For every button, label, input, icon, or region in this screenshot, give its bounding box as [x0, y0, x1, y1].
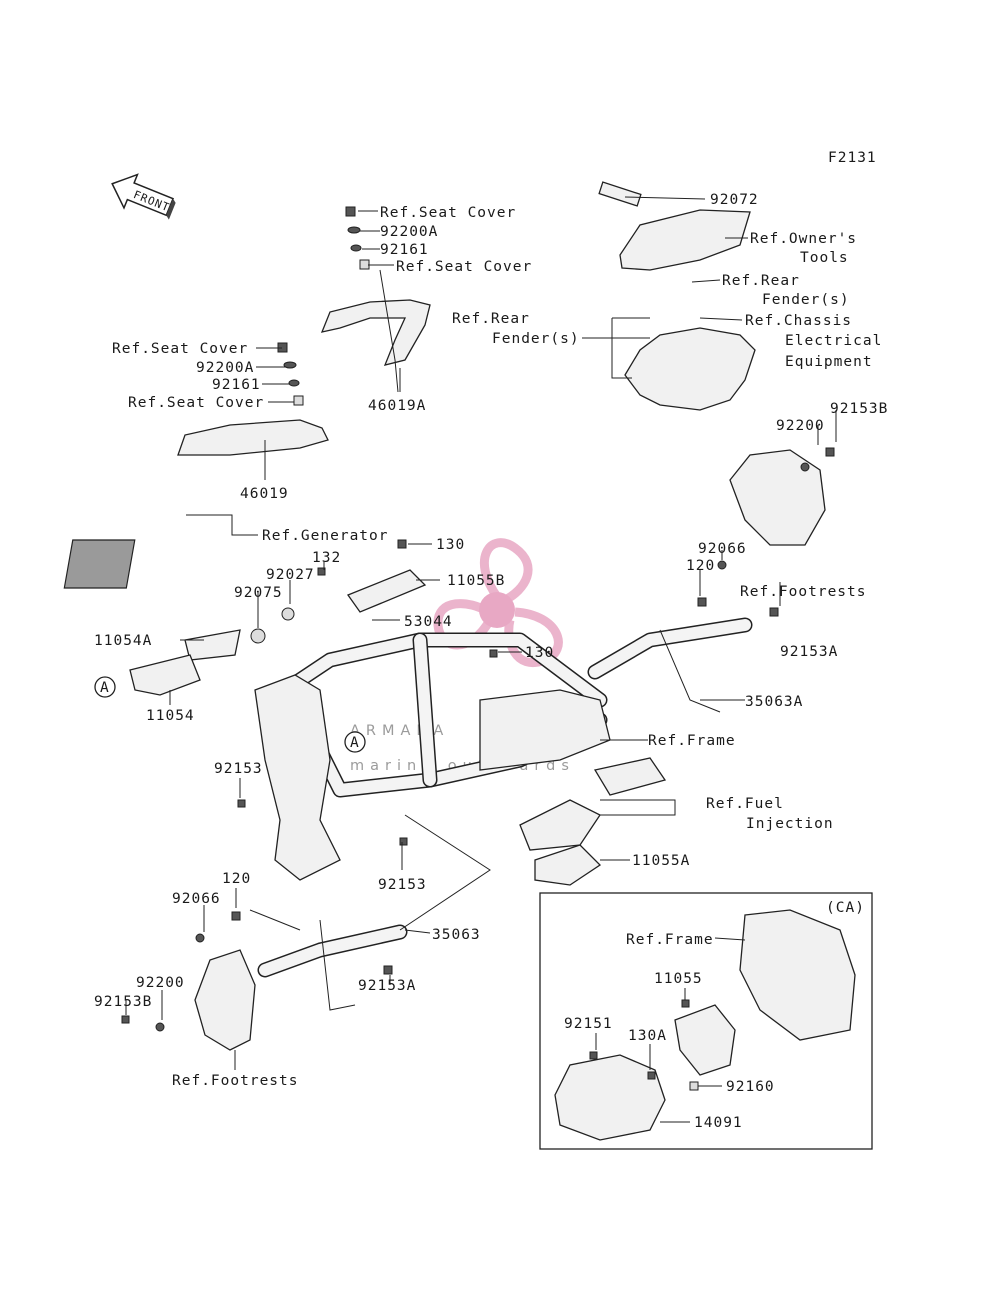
- label-ref-fuel-1: Ref.Fuel: [706, 796, 784, 812]
- label-92160: 92160: [726, 1079, 775, 1095]
- callout-labels: F2131 Ref.Seat Cover 92200A 92161 Ref.Se…: [94, 150, 888, 1131]
- label-53044: 53044: [404, 614, 453, 630]
- grab-rail-46019a: [320, 299, 431, 366]
- marker-a-left: A: [94, 676, 116, 698]
- regulator: [63, 539, 136, 589]
- label-ref-footrests-1: Ref.Footrests: [740, 584, 867, 600]
- label-92200-2: 92200: [136, 975, 185, 991]
- guard-35063a: [587, 617, 753, 713]
- marker-a-frame: A: [344, 731, 366, 753]
- label-35063: 35063: [432, 927, 481, 943]
- label-132: 132: [312, 550, 341, 566]
- label-35063a: 35063A: [745, 694, 803, 710]
- label-120-2: 120: [222, 871, 251, 887]
- label-ref-seat-cover-3: Ref.Seat Cover: [112, 341, 248, 357]
- label-92153a-2: 92153A: [358, 978, 416, 994]
- label-ref-frame-2: Ref.Frame: [626, 932, 714, 948]
- bracket-11055: [674, 1004, 736, 1076]
- label-120-1: 120: [686, 558, 715, 574]
- diagram-code: F2131: [828, 150, 877, 166]
- label-130a: 130A: [628, 1028, 667, 1044]
- label-130-2: 130: [525, 645, 554, 661]
- tool-kit: [619, 209, 751, 271]
- marker-a-frame-text: A: [350, 735, 360, 751]
- watermark-hub-icon: [479, 592, 515, 628]
- label-46019a: 46019A: [368, 398, 426, 414]
- label-ref-rear-fender-a2: Fender(s): [762, 292, 850, 308]
- bracket-11054a: [184, 629, 241, 661]
- guard-35063: [257, 919, 408, 1011]
- fuel-injection-cover: [519, 799, 601, 851]
- label-92075: 92075: [234, 585, 283, 601]
- fuel-injection-block: [593, 757, 667, 796]
- bracket-11054: [129, 654, 201, 696]
- label-ref-chassis-3: Equipment: [785, 354, 873, 370]
- label-92151: 92151: [564, 1016, 613, 1032]
- leader-lines: [125, 196, 837, 1123]
- label-92200a-2: 92200A: [196, 360, 254, 376]
- label-92027: 92027: [266, 567, 315, 583]
- label-ref-footrests-2: Ref.Footrests: [172, 1073, 299, 1089]
- label-11054: 11054: [146, 708, 195, 724]
- label-92153-2: 92153: [378, 877, 427, 893]
- label-ref-chassis-1: Ref.Chassis: [745, 313, 852, 329]
- bracket-11055a: [534, 844, 602, 886]
- strap-92072: [598, 181, 642, 207]
- label-ref-fuel-2: Injection: [746, 816, 834, 832]
- label-11055b: 11055B: [447, 573, 505, 589]
- canister-14091: [554, 1054, 666, 1141]
- label-ref-owners-tools-2: Tools: [800, 250, 849, 266]
- label-92200-1: 92200: [776, 418, 825, 434]
- footrest-bracket-left: [194, 949, 256, 1051]
- label-14091: 14091: [694, 1115, 743, 1131]
- battery-tray: [624, 327, 756, 411]
- label-ref-rear-fender-a1: Ref.Rear: [722, 273, 800, 289]
- label-ref-rear-fender-b1: Ref.Rear: [452, 311, 530, 327]
- label-92161-2: 92161: [212, 377, 261, 393]
- footrest-bracket-right: [729, 449, 826, 546]
- marker-a-left-text: A: [100, 680, 110, 696]
- label-ref-chassis-2: Electrical: [785, 333, 882, 349]
- label-ref-generator: Ref.Generator: [262, 528, 389, 544]
- bracket-11055b: [346, 569, 427, 613]
- label-92153a-1: 92153A: [780, 644, 838, 660]
- label-92153-1: 92153: [214, 761, 263, 777]
- label-92066-1: 92066: [698, 541, 747, 557]
- label-92066-2: 92066: [172, 891, 221, 907]
- label-92153b-2: 92153B: [94, 994, 152, 1010]
- grab-rail-46019: [177, 419, 329, 456]
- label-11055: 11055: [654, 971, 703, 987]
- label-ref-seat-cover-4: Ref.Seat Cover: [128, 395, 264, 411]
- label-ref-seat-cover-2: Ref.Seat Cover: [396, 259, 532, 275]
- label-ref-rear-fender-b2: Fender(s): [492, 331, 580, 347]
- label-ref-frame-1: Ref.Frame: [648, 733, 736, 749]
- label-92200a-1: 92200A: [380, 224, 438, 240]
- ca-inset-box: [539, 892, 873, 1150]
- label-130-1: 130: [436, 537, 465, 553]
- label-ca: (CA): [826, 900, 865, 916]
- main-frame: [254, 632, 611, 881]
- label-ref-seat-cover-1: Ref.Seat Cover: [380, 205, 516, 221]
- ca-frame: [739, 909, 856, 1041]
- label-11055a: 11055A: [632, 853, 690, 869]
- front-arrow-icon: FRONT: [111, 173, 176, 220]
- label-92161-1: 92161: [380, 242, 429, 258]
- label-ref-owners-tools-1: Ref.Owner's: [750, 231, 857, 247]
- hardware: [121, 206, 835, 1091]
- label-46019: 46019: [240, 486, 289, 502]
- label-11054a: 11054A: [94, 633, 152, 649]
- label-92072: 92072: [710, 192, 759, 208]
- label-92153b-1: 92153B: [830, 401, 888, 417]
